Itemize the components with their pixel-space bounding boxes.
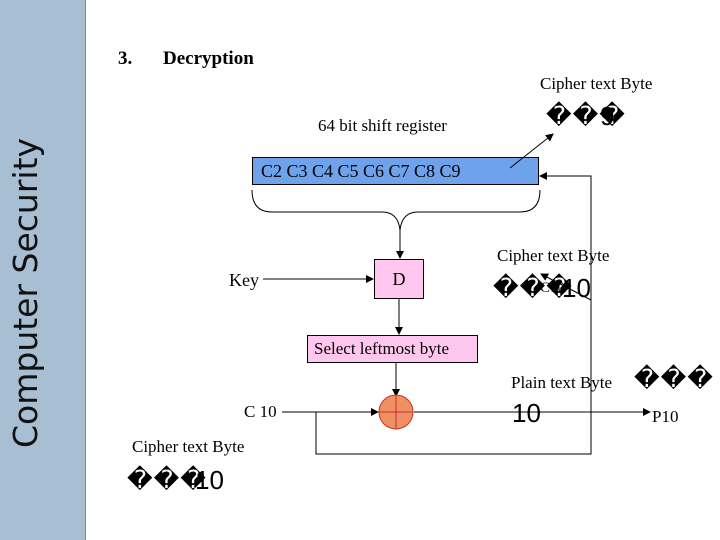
c9-output-arrow <box>509 133 554 169</box>
cipher-bottom-label: Cipher text Byte <box>132 437 245 456</box>
c10-label: C 10 <box>244 402 277 421</box>
plain-digit: 10 <box>512 398 541 428</box>
plain-label: Plain text Byte <box>511 373 613 392</box>
sidebar: Computer Security <box>0 0 86 540</box>
cipher-mid-glyphs: ��� <box>493 274 573 302</box>
plain-output-label: P10 <box>652 407 679 426</box>
decrypt-box: D <box>374 259 424 299</box>
select-leftmost-label: Select leftmost byte <box>314 339 450 358</box>
decrypt-box-label: D <box>392 269 406 289</box>
cipher-bottom-digit: 10 <box>195 465 224 495</box>
section-number: 3. <box>118 48 133 69</box>
cipher-top-digit: 9 <box>600 101 615 131</box>
shift-register-contents: C2 C3 C4 C5 C6 C7 C8 C9 <box>261 161 461 181</box>
xor-icon <box>378 394 414 430</box>
cipher-top-label: Cipher text Byte <box>540 74 653 93</box>
register-brace <box>251 189 541 231</box>
register-caption: 64 bit shift register <box>318 116 447 135</box>
select-leftmost-box: Select leftmost byte <box>307 335 478 363</box>
section-title: Decryption <box>163 48 254 69</box>
cipher-top-glyphs: ��� <box>546 102 626 130</box>
shift-register-box: C2 C3 C4 C5 C6 C7 C8 C9 <box>252 157 539 185</box>
cipher-mid-overlap: C10 <box>540 280 566 296</box>
feedback-branch-arrow <box>540 273 592 301</box>
feedback-line <box>315 172 592 455</box>
key-label: Key <box>229 270 259 290</box>
cipher-mid-label: Cipher text Byte <box>497 246 610 265</box>
cipher-bottom-glyphs: ��� <box>127 466 207 494</box>
plain-glyphs: ��� <box>634 365 714 393</box>
